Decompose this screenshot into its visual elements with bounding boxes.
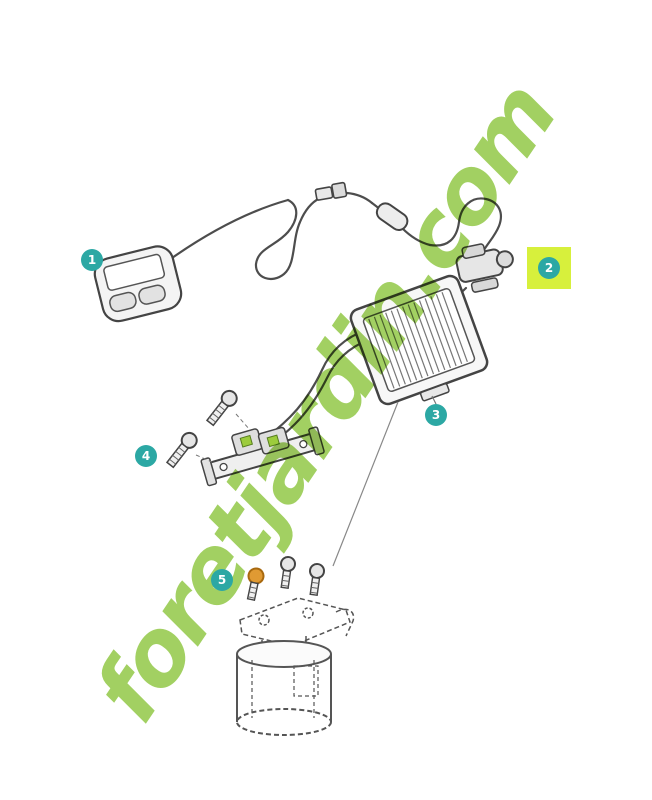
highlight-box[interactable]: 2 xyxy=(527,247,571,289)
screw-highlighted-drawing xyxy=(246,567,265,602)
callout-badge-1[interactable]: 1 xyxy=(81,249,103,271)
bolt-drawing xyxy=(165,431,198,469)
callout-badge-3[interactable]: 3 xyxy=(425,404,447,426)
remote-control-drawing xyxy=(93,245,183,323)
callout-badge-2[interactable]: 2 xyxy=(538,257,560,279)
screw-drawing xyxy=(280,556,296,590)
bracket-drawing xyxy=(200,426,325,487)
screw-drawing xyxy=(309,563,325,597)
pump-body-drawing xyxy=(236,636,332,736)
ferrite-connector-drawing xyxy=(375,202,409,231)
pump-bracket-drawing xyxy=(239,597,355,647)
bolt-leader-line xyxy=(195,413,251,463)
connector-assembly-drawing xyxy=(455,243,514,293)
ecu-module-drawing xyxy=(349,274,489,406)
inline-connector-drawing xyxy=(314,181,348,201)
pump-leader-line xyxy=(332,401,399,567)
bolt-drawing xyxy=(205,389,238,427)
ecu-leader-line xyxy=(431,395,437,405)
callout-badge-5[interactable]: 5 xyxy=(211,569,233,591)
callout-badge-4[interactable]: 4 xyxy=(135,445,157,467)
